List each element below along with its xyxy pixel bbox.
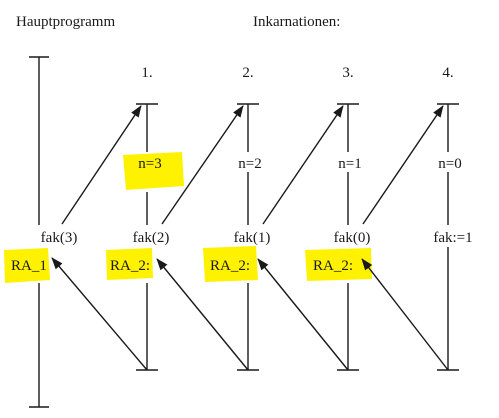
incarnation-3-number: 3. <box>342 65 353 81</box>
call-arrow-2 <box>161 105 244 225</box>
incarnation-4-number: 4. <box>442 65 453 81</box>
incarnation-3-param: n=1 <box>338 156 361 172</box>
call-arrow-4 <box>362 105 444 225</box>
highlight-ra-2-inc-2 <box>203 246 258 282</box>
call-arrow-1 <box>61 105 142 225</box>
return-arrow-1 <box>51 257 148 371</box>
main-return-address: RA_1 <box>11 258 47 274</box>
return-arrows <box>51 257 449 371</box>
incarnation-3-return-address: RA_2: <box>313 258 353 274</box>
highlight-ra-2-inc-1 <box>106 248 153 280</box>
header-main-program: Hauptprogramm <box>16 14 115 30</box>
header-incarnations: Inkarnationen: <box>253 14 340 30</box>
incarnation-2-number: 2. <box>242 65 253 81</box>
highlights <box>4 152 372 283</box>
main-timeline <box>29 56 49 408</box>
return-arrow-3 <box>257 258 349 371</box>
main-call-label: fak(3) <box>41 230 78 246</box>
incarnation-1-call-label: fak(2) <box>133 230 170 246</box>
highlight-param-inc-1 <box>123 152 184 190</box>
incarnation-4-call-label: fak:=1 <box>433 230 472 246</box>
return-arrow-4 <box>361 258 449 371</box>
incarnation-1-param: n=3 <box>138 156 161 172</box>
incarnation-2-param: n=2 <box>238 156 261 172</box>
call-arrow-3 <box>262 105 344 225</box>
call-arrows <box>61 105 444 225</box>
highlight-ra-2-inc-3 <box>305 248 372 281</box>
incarnation-1-return-address: RA_2: <box>110 258 150 274</box>
incarnation-timelines <box>136 103 459 371</box>
incarnation-2-return-address: RA_2: <box>210 258 250 274</box>
incarnation-3-call-label: fak(0) <box>334 230 371 246</box>
highlight-ra-1 <box>4 248 50 283</box>
return-arrow-2 <box>156 258 249 371</box>
incarnation-1-number: 1. <box>141 65 152 81</box>
incarnation-2-call-label: fak(1) <box>234 230 271 246</box>
incarnation-4-param: n=0 <box>438 156 461 172</box>
